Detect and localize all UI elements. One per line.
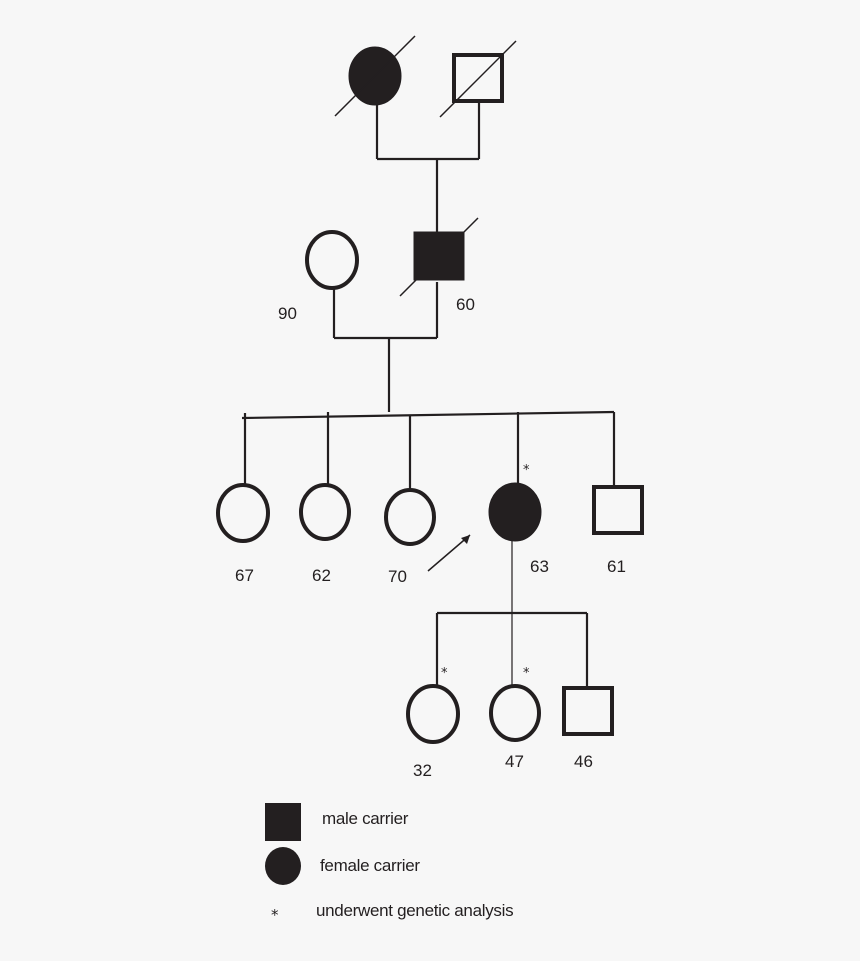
age-label: 60 xyxy=(456,295,475,314)
proband-arrow-icon xyxy=(427,534,471,572)
pedigree-individuals xyxy=(216,35,644,744)
age-label: 32 xyxy=(413,761,432,780)
age-label: 67 xyxy=(235,566,254,585)
unaffected-male-symbol xyxy=(562,686,614,736)
age-label: 63 xyxy=(530,557,549,576)
age-label: 46 xyxy=(574,752,593,771)
unaffected-female-symbol xyxy=(489,684,541,742)
legend-symbols xyxy=(265,803,301,885)
deceased-slash-icon xyxy=(399,217,479,297)
legend-genetic-analysis-label: underwent genetic analysis xyxy=(316,901,514,920)
unaffected-female-symbol xyxy=(305,230,359,290)
unaffected-female-symbol xyxy=(299,483,351,541)
genetic-analysis-asterisk-icon: * xyxy=(523,666,530,681)
unaffected-female-symbol xyxy=(384,488,436,546)
legend-male-carrier-label: male carrier xyxy=(322,809,409,828)
unaffected-female-symbol xyxy=(406,684,460,744)
legend-male-carrier-icon xyxy=(265,803,301,841)
pedigree-connector-lines xyxy=(241,102,616,689)
unaffected-female-symbol xyxy=(216,483,270,543)
age-label: 90 xyxy=(278,304,297,323)
affected-female-symbol xyxy=(488,482,542,542)
proband-arrowhead-icon xyxy=(461,535,470,544)
age-label: 47 xyxy=(505,752,524,771)
age-label: 70 xyxy=(388,567,407,586)
genetic-analysis-asterisk-icon: * xyxy=(441,666,448,681)
age-label: 62 xyxy=(312,566,331,585)
age-label: 61 xyxy=(607,557,626,576)
genetic-analysis-asterisk-icon: * xyxy=(523,463,530,478)
legend-asterisk-icon: * xyxy=(271,906,279,924)
unaffected-male-symbol xyxy=(592,485,644,535)
legend-female-carrier-label: female carrier xyxy=(320,856,420,875)
deceased-slash-icon xyxy=(334,35,416,117)
deceased-slash-icon xyxy=(439,40,517,118)
legend-female-carrier-icon xyxy=(265,847,301,885)
